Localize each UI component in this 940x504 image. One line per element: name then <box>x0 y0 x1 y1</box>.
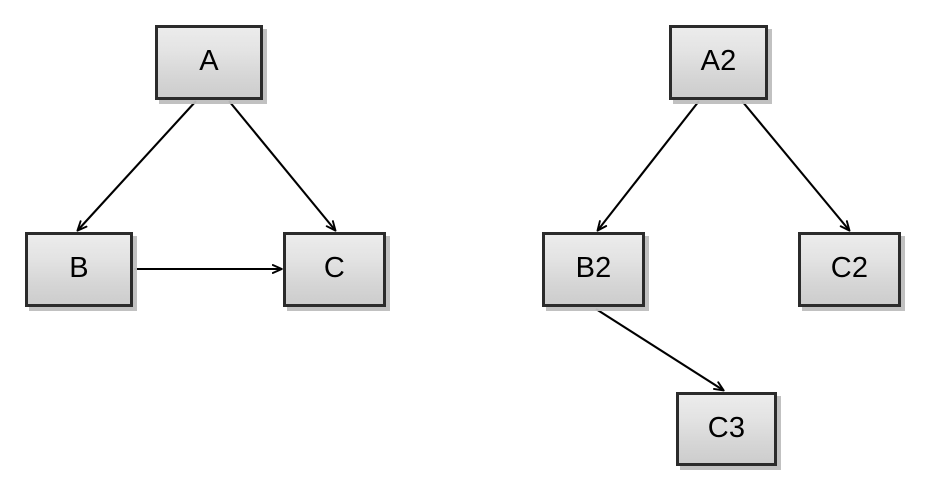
node-label-b2: B2 <box>575 252 612 284</box>
graph-left-edges <box>76 100 337 274</box>
graph-right-edges <box>595 100 851 392</box>
node-label-a: A <box>199 45 219 77</box>
edge-a-b <box>76 100 197 232</box>
node-b[interactable]: B <box>25 232 133 307</box>
edge-a2-c2 <box>741 100 851 232</box>
node-label-a2: A2 <box>700 45 737 77</box>
edge-a2-b2 <box>596 100 700 232</box>
node-b2[interactable]: B2 <box>542 232 645 307</box>
node-a[interactable]: A <box>155 25 263 100</box>
node-c[interactable]: C <box>283 232 386 307</box>
edge-b2-c3 <box>595 308 725 392</box>
node-c3[interactable]: C3 <box>676 392 777 466</box>
node-a2[interactable]: A2 <box>669 25 768 100</box>
node-c2[interactable]: C2 <box>798 232 901 307</box>
node-label-c3: C3 <box>707 411 746 444</box>
node-label-b: B <box>69 252 89 284</box>
node-label-c2: C2 <box>830 252 869 284</box>
edge-a-c <box>228 100 337 232</box>
node-label-c: C <box>323 252 346 284</box>
